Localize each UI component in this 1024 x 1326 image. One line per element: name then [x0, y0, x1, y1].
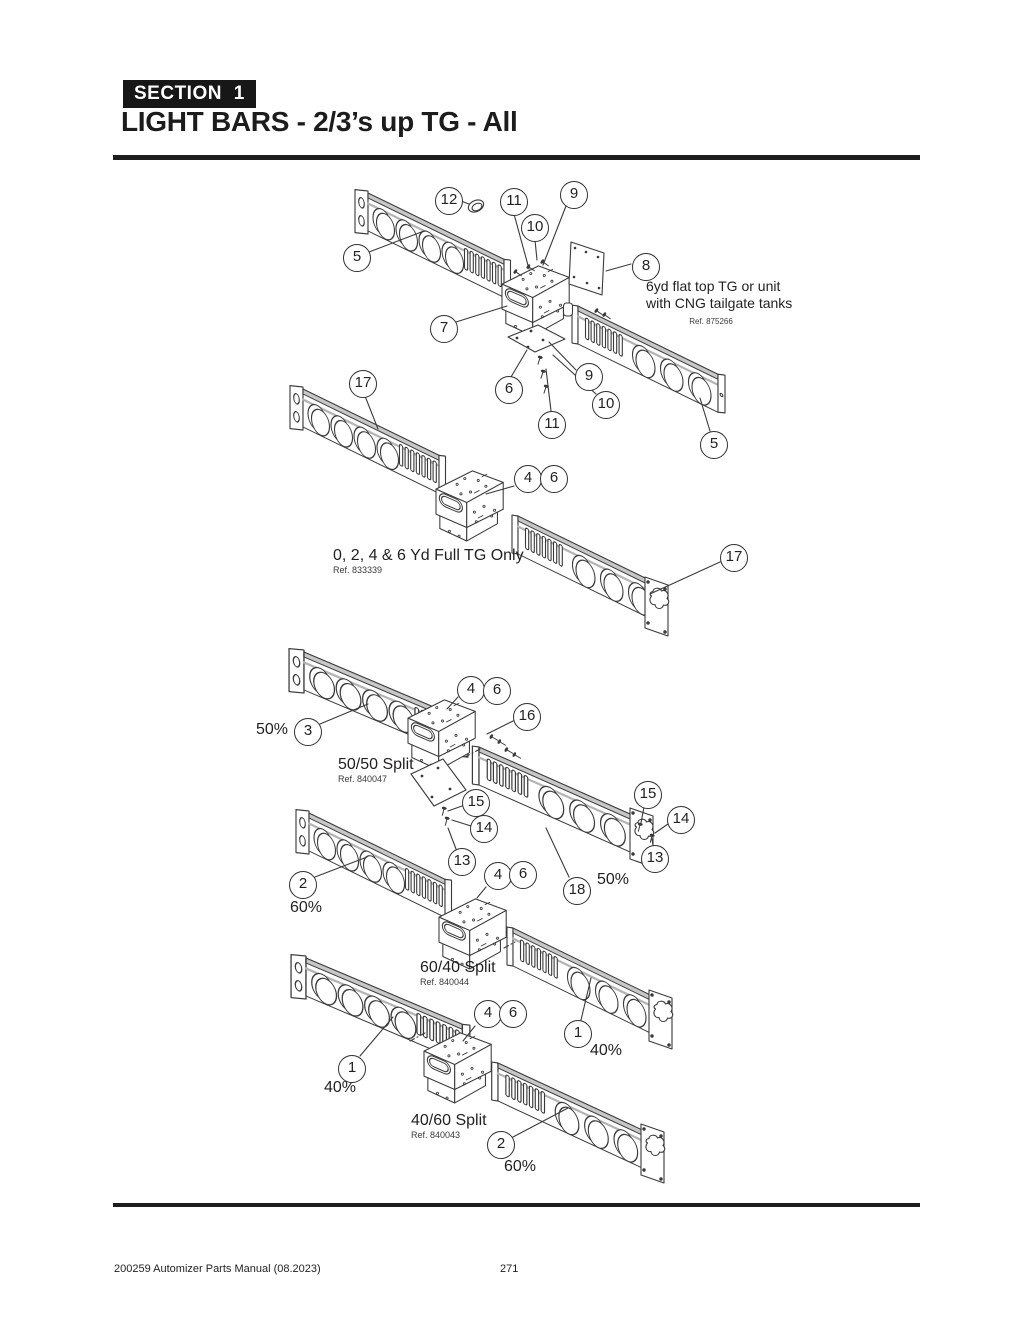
callout-5: 5: [700, 431, 728, 459]
split-6040-label-block: 60/40 Split Ref. 840044: [420, 959, 496, 988]
callout-17: 17: [720, 544, 748, 572]
split-4060-label: 40/60 Split: [411, 1112, 487, 1129]
callout-13: 13: [448, 848, 476, 876]
callout-5: 5: [343, 244, 371, 272]
callout-11: 11: [500, 188, 528, 216]
footer-page-number: 271: [500, 1263, 519, 1275]
section-badge: SECTION 1: [123, 80, 256, 108]
percent-label: 50%: [256, 721, 289, 738]
cng-note-line1: 6yd flat top TG or unit: [646, 278, 781, 294]
callout-6: 6: [499, 1000, 527, 1028]
callout-2: 2: [487, 1131, 515, 1159]
cng-note-line2: with CNG tailgate tanks: [646, 295, 793, 311]
callout-4: 4: [484, 862, 512, 890]
callout-6: 6: [483, 677, 511, 705]
section-label: SECTION 1: [134, 83, 245, 104]
light-bar-5050-right: [471, 740, 655, 868]
small-plate-5050: [410, 758, 467, 807]
callout-6: 6: [540, 465, 568, 493]
split-5050-label-block: 50/50 Split Ref. 840047: [338, 756, 414, 785]
callout-9: 9: [575, 363, 603, 391]
percent-label: 60%: [290, 899, 323, 916]
light-bar-full-left: [288, 378, 447, 506]
callout-6: 6: [495, 376, 523, 404]
percent-label: 40%: [590, 1042, 623, 1059]
split-5050-label: 50/50 Split: [338, 756, 414, 773]
callout-1: 1: [338, 1055, 366, 1083]
callout-8: 8: [632, 253, 660, 281]
percent-label: 50%: [597, 871, 630, 888]
callout-2: 2: [289, 871, 317, 899]
split-6040-label: 60/40 Split: [420, 959, 496, 976]
split-5050-ref: Ref. 840047: [338, 774, 388, 784]
light-bar-top-left: [353, 182, 512, 310]
center-bracket-top: [501, 265, 574, 337]
assembly-axis-lines: [409, 748, 516, 1042]
callout-12: 12: [435, 187, 463, 215]
bottom-rule: [113, 1203, 920, 1207]
page-title: LIGHT BARS - 2/3’s up TG - All: [121, 106, 518, 137]
split-4060-label-block: 40/60 Split Ref. 840043: [411, 1112, 487, 1141]
percent-label: 60%: [504, 1158, 537, 1175]
grommet-part-12: [467, 199, 485, 213]
split-4060-ref: Ref. 840043: [411, 1130, 461, 1140]
callout-14: 14: [667, 806, 695, 834]
callout-15: 15: [462, 789, 490, 817]
footer-text: 200259 Automizer Parts Manual (08.2023): [114, 1263, 321, 1275]
full-tg-label: 0, 2, 4 & 6 Yd Full TG Only: [333, 547, 524, 564]
callout-4: 4: [474, 1000, 502, 1028]
callout-1: 1: [564, 1020, 592, 1048]
full-tg-ref: Ref. 833339: [333, 565, 383, 575]
top-rule: [113, 155, 920, 160]
callout-18: 18: [563, 877, 591, 905]
callout-10: 10: [592, 391, 620, 419]
callout-4: 4: [457, 676, 485, 704]
small-plate-top: [507, 324, 566, 353]
cng-note-ref: Ref. 875266: [689, 317, 733, 326]
callout-17: 17: [349, 370, 377, 398]
callout-3: 3: [294, 718, 322, 746]
callout-9: 9: [560, 181, 588, 209]
callout-6: 6: [509, 861, 537, 889]
callout-4: 4: [514, 465, 542, 493]
callout-13: 13: [641, 845, 669, 873]
callout-11: 11: [538, 411, 566, 439]
split-6040-ref: Ref. 840044: [420, 977, 470, 987]
percent-label: 40%: [324, 1079, 357, 1096]
callout-15: 15: [634, 781, 662, 809]
callout-16: 16: [513, 703, 541, 731]
callout-10: 10: [521, 214, 549, 242]
callout-7: 7: [430, 315, 458, 343]
center-bracket-full: [435, 470, 504, 542]
leader-lines: [314, 200, 721, 1138]
callout-14: 14: [470, 815, 498, 843]
light-bar-full-right: [510, 509, 670, 637]
full-tg-label-block: 0, 2, 4 & 6 Yd Full TG Only Ref. 833339: [333, 547, 524, 576]
cng-note: 6yd flat top TG or unit with CNG tailgat…: [646, 278, 806, 330]
mount-plate-8: [568, 241, 605, 296]
